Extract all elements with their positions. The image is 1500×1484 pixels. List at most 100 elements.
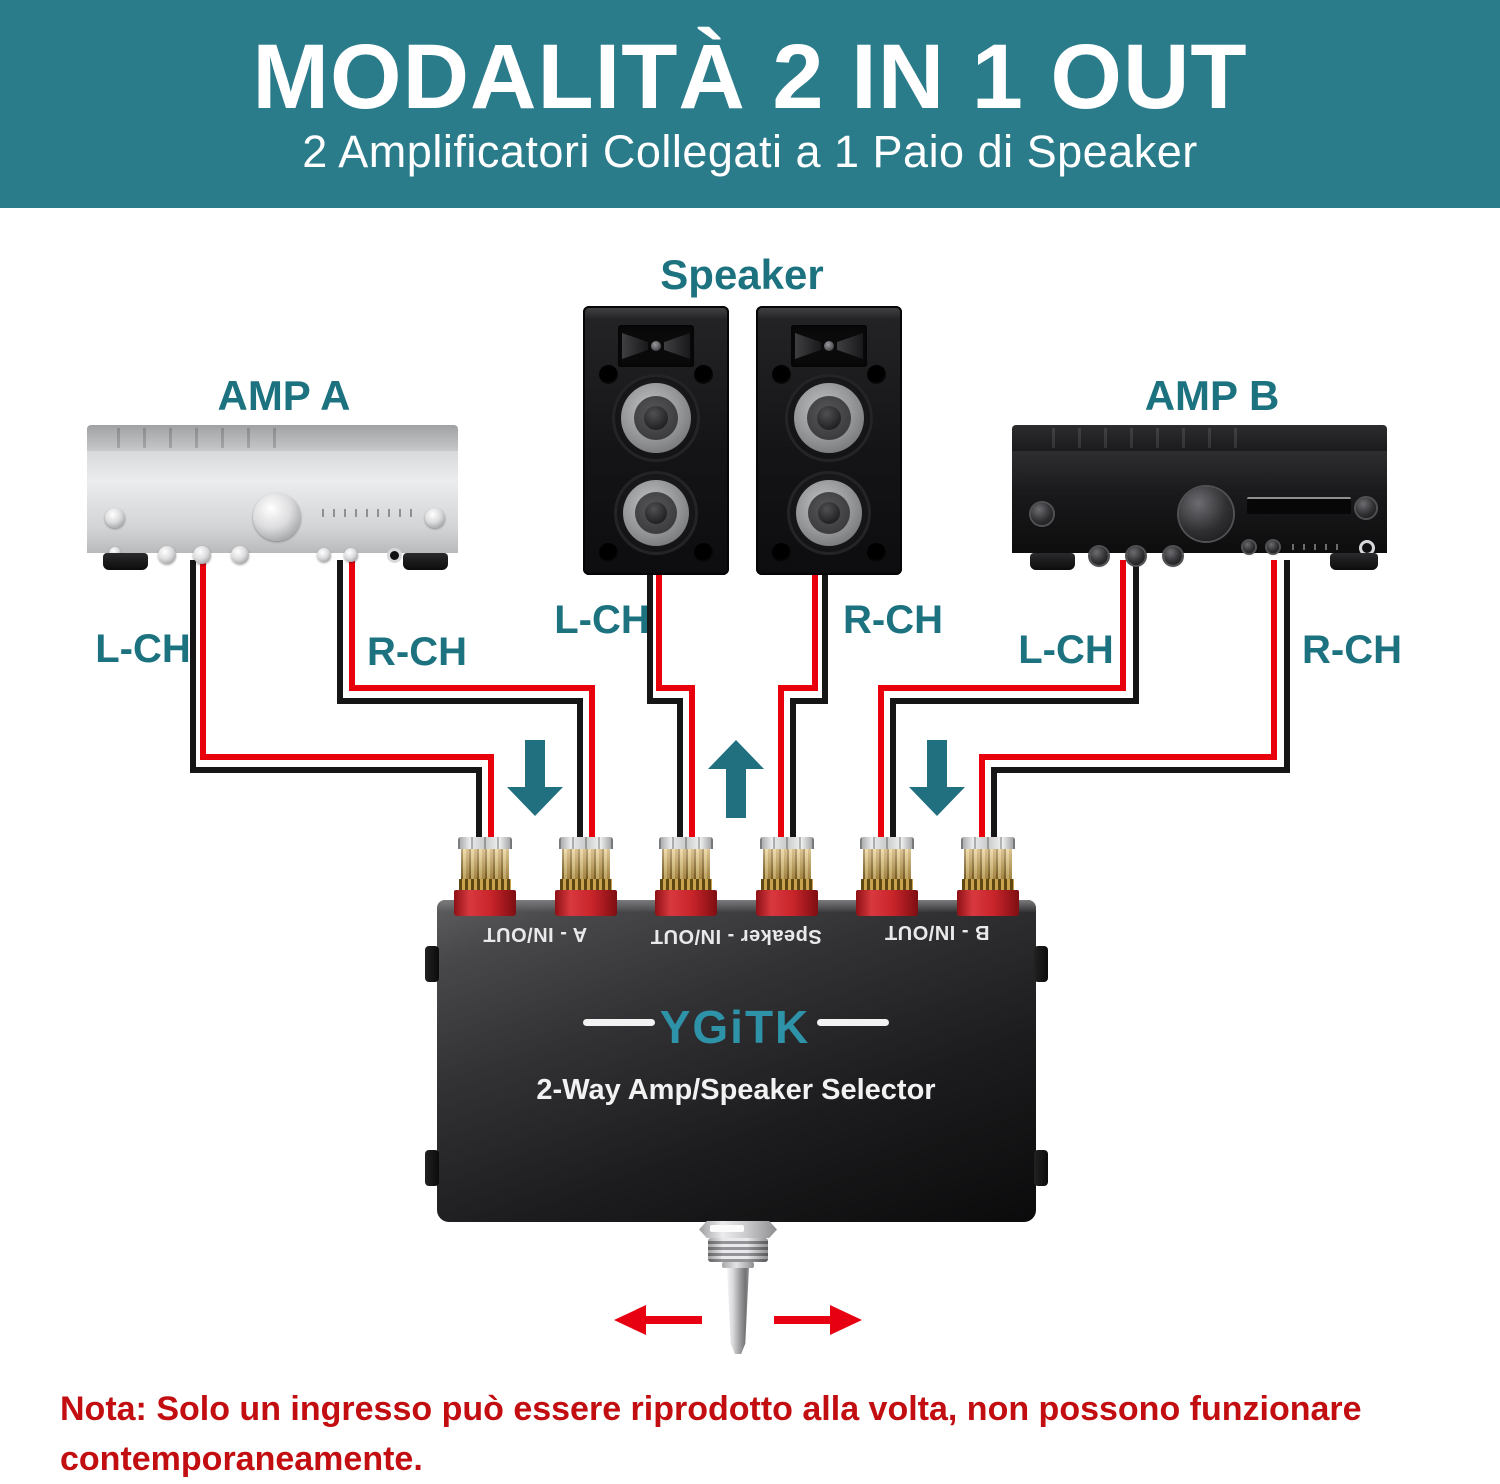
amp-b-rch-label: R-CH <box>1302 628 1402 672</box>
toggle-neck <box>722 1262 754 1268</box>
post-knurl-ring <box>861 879 913 890</box>
amp-b-bass-knob <box>1090 547 1108 565</box>
product-name: 2-Way Amp/Speaker Selector <box>536 1074 936 1106</box>
speaker-port-hole <box>867 543 886 562</box>
selector-side-tab <box>425 1150 439 1186</box>
woofer-dust-cap <box>817 406 841 430</box>
amp-a-direct-button <box>317 548 331 562</box>
post-red-base <box>856 890 918 916</box>
speaker-port-hole <box>694 365 713 384</box>
selector-box-top-edge <box>437 900 1036 912</box>
binding-post-speaker-left <box>655 837 717 916</box>
speaker-right-woofer-bottom <box>787 471 871 555</box>
speaker-port-hole <box>599 365 618 384</box>
amp-b-input-knob <box>1356 498 1376 518</box>
amp-b-volume-knob <box>1179 487 1233 541</box>
horn-driver-dot <box>824 341 834 351</box>
post-knurl-ring <box>962 879 1014 890</box>
amp-b-speaker-switch <box>1267 541 1279 553</box>
wire-amp-a-lch-black <box>190 560 482 842</box>
post-cap <box>659 837 713 849</box>
post-red-base <box>957 890 1019 916</box>
toggle-arrow-left-icon <box>614 1305 702 1335</box>
amp-b-phones-jack <box>1362 543 1372 553</box>
wire-amp-a-rch-black <box>337 560 583 842</box>
toggle-arrow-right-icon <box>774 1305 862 1335</box>
post-cap <box>458 837 512 849</box>
speaker-right-horn-tweeter <box>791 325 867 367</box>
amp-b-direct-button <box>1243 541 1255 553</box>
amp-b-treble-knob <box>1127 547 1145 565</box>
post-red-base <box>655 890 717 916</box>
note-text-line2: contemporaneamente. <box>60 1440 423 1478</box>
selector-side-tab <box>425 946 439 982</box>
wire-amp-b-rch-red <box>979 560 1277 842</box>
horn-wing-left <box>795 333 821 359</box>
speaker-left-woofer-top <box>612 374 700 462</box>
amp-a-input-knob <box>425 508 445 528</box>
post-gold-body <box>763 849 811 879</box>
amp-b-caption-ticks <box>1292 544 1342 550</box>
amp-b-front-panel <box>1012 451 1387 565</box>
binding-post-b-left <box>856 837 918 916</box>
amp-b-foot-right <box>1330 553 1378 570</box>
amp-b-label: AMP B <box>1144 372 1280 419</box>
binding-post-a-right <box>555 837 617 916</box>
amp-a-treble-knob <box>193 546 211 564</box>
wire-speaker-lch-black <box>647 566 683 842</box>
wire-speaker-rch-red <box>778 566 818 842</box>
speaker-port-hole <box>867 365 886 384</box>
toggle-threaded-collar <box>708 1238 768 1262</box>
wire-amp-a-lch-red <box>200 560 494 842</box>
amp-a-vents <box>117 428 277 448</box>
speaker-port-hole <box>772 543 791 562</box>
port-label-speaker: Speaker - IN/OUT <box>650 925 822 947</box>
amp-a-top-panel <box>87 425 458 451</box>
selector-side-tab <box>1034 946 1048 982</box>
note-text-line1: Nota: Solo un ingresso può essere riprod… <box>60 1390 1362 1428</box>
amp-b-vents <box>1052 428 1252 448</box>
amp-a-selector-ticks <box>322 509 418 517</box>
woofer-dust-cap <box>645 502 667 524</box>
amp-b-image <box>1012 425 1387 570</box>
brand-dash-right <box>817 1019 889 1026</box>
woofer-dust-cap <box>818 502 840 524</box>
arrow-down-b-icon <box>909 740 965 816</box>
amp-b-top-panel <box>1012 425 1387 451</box>
woofer-dust-cap <box>644 406 668 430</box>
selector-side-tab <box>1034 1150 1048 1186</box>
speaker-label: Speaker <box>660 251 824 298</box>
port-label-b: B - IN/OUT <box>884 921 990 943</box>
amp-a-lch-label: L-CH <box>95 627 191 671</box>
speaker-port-hole <box>772 365 791 384</box>
header-banner: MODALITÀ 2 IN 1 OUT 2 Amplificatori Coll… <box>0 0 1500 208</box>
wire-amp-b-lch-red <box>878 560 1126 842</box>
speaker-left-woofer-bottom <box>614 471 698 555</box>
amp-a-foot-left <box>103 553 148 570</box>
amp-b-lch-label: L-CH <box>1018 628 1114 672</box>
post-red-base <box>454 890 516 916</box>
binding-post-a-left <box>454 837 516 916</box>
port-label-a: A - IN/OUT <box>482 923 588 945</box>
page-title: MODALITÀ 2 IN 1 OUT <box>252 26 1248 129</box>
amp-a-balance-knob <box>231 546 249 564</box>
speaker-port-hole <box>694 543 713 562</box>
amp-a-rch-label: R-CH <box>367 630 467 674</box>
speaker-left-image <box>583 306 729 575</box>
wire-amp-b-rch-black <box>991 560 1290 842</box>
amp-a-image <box>87 425 458 570</box>
selector-box: A - IN/OUT Speaker - IN/OUT B - IN/OUT Y… <box>425 900 1048 1222</box>
amp-a-label: AMP A <box>217 372 351 419</box>
amp-a-front-panel <box>87 451 458 564</box>
horn-wing-left <box>622 333 648 359</box>
speaker-right-image <box>756 306 902 575</box>
speaker-left-horn-tweeter <box>618 325 694 367</box>
arrow-up-speaker-icon <box>708 740 764 818</box>
amp-b-display-slot <box>1247 497 1351 514</box>
speaker-rch-label: R-CH <box>843 598 943 642</box>
amp-a-phones-jack <box>390 551 399 560</box>
post-cap <box>860 837 914 849</box>
brand-dash-left <box>583 1019 655 1026</box>
